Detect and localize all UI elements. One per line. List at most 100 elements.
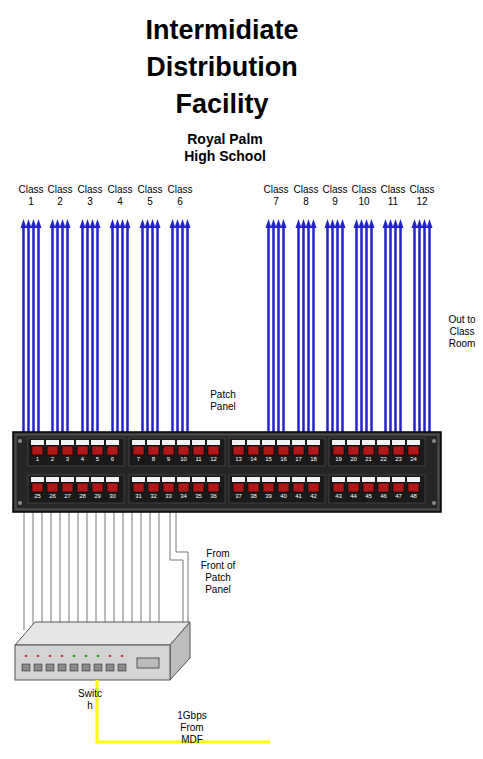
- cable-line: [91, 226, 94, 432]
- rj45-jack: [62, 446, 73, 455]
- cable-arrows: [21, 219, 433, 432]
- port-label-strip: [61, 440, 74, 445]
- rj45-jack: [47, 446, 58, 455]
- rj45-jack: [77, 483, 88, 492]
- arrow-head: [422, 219, 428, 228]
- arrow-head: [393, 219, 399, 228]
- port-label-strip: [377, 440, 390, 445]
- switch-led: [73, 655, 76, 658]
- cable-line: [126, 226, 129, 432]
- arrow-head: [95, 219, 101, 228]
- rj45-jack: [363, 446, 374, 455]
- patch-cord: [141, 512, 142, 630]
- port-label-strip: [362, 440, 375, 445]
- port-number: 27: [61, 493, 75, 500]
- rj45-jack: [293, 446, 304, 455]
- port-label-strip: [292, 477, 305, 482]
- switch-label: Switc h: [76, 688, 104, 712]
- patch-cord: [159, 512, 160, 630]
- arrow-head: [325, 219, 331, 228]
- port-number: 6: [106, 456, 120, 463]
- port-number: 4: [76, 456, 90, 463]
- port-block: [229, 475, 325, 503]
- rj45-jack: [363, 483, 374, 492]
- rj45-jack: [193, 483, 204, 492]
- mount-hole: [18, 501, 22, 505]
- arrow-head: [110, 219, 116, 228]
- arrow-head: [55, 219, 61, 228]
- port-label-strip: [192, 440, 205, 445]
- arrow-head: [296, 219, 302, 228]
- port-number: 46: [377, 493, 391, 500]
- port-number: 15: [262, 456, 276, 463]
- port-label-strip: [332, 440, 345, 445]
- cable-line: [336, 226, 339, 432]
- port-number: 2: [46, 456, 60, 463]
- port-label-strip: [147, 440, 160, 445]
- rj45-jack: [333, 446, 344, 455]
- rj45-jack: [148, 446, 159, 455]
- rj45-jack: [32, 483, 43, 492]
- cable-line: [32, 226, 35, 432]
- switch-console: [137, 658, 159, 668]
- cable-line: [86, 226, 89, 432]
- port-block: [28, 438, 124, 466]
- arrow-head: [180, 219, 186, 228]
- cable-line: [418, 226, 421, 432]
- rj45-jack: [263, 483, 274, 492]
- port-number: 38: [247, 493, 261, 500]
- switch-port: [22, 664, 30, 671]
- switch-led: [25, 655, 28, 658]
- port-number: 24: [407, 456, 421, 463]
- rj45-jack: [107, 483, 118, 492]
- mount-hole: [18, 439, 22, 443]
- arrow-head: [145, 219, 151, 228]
- rj45-jack: [92, 483, 103, 492]
- arrow-head: [175, 219, 181, 228]
- patch-cord: [132, 512, 133, 630]
- arrow-head: [412, 219, 418, 228]
- cable-line: [181, 226, 184, 432]
- rj45-jack: [308, 483, 319, 492]
- rj45-jack: [408, 483, 419, 492]
- port-label-strip: [106, 477, 119, 482]
- port-number: 9: [162, 456, 176, 463]
- class-label: Class 9: [321, 184, 349, 208]
- arrow-head: [120, 219, 126, 228]
- switch-led: [97, 655, 100, 658]
- port-label-strip: [277, 440, 290, 445]
- cable-line: [151, 226, 154, 432]
- arrow-head: [330, 219, 336, 228]
- port-number: 28: [76, 493, 90, 500]
- port-label-strip: [177, 440, 190, 445]
- port-number: 41: [292, 493, 306, 500]
- port-label-strip: [262, 477, 275, 482]
- rj45-jack: [208, 483, 219, 492]
- arrow-head: [155, 219, 161, 228]
- port-number: 1: [31, 456, 45, 463]
- cable-line: [302, 226, 305, 432]
- cable-line: [111, 226, 114, 432]
- switch-port: [106, 664, 114, 671]
- class-label: Class 7: [262, 184, 290, 208]
- arrow-head: [21, 219, 27, 228]
- cable-line: [297, 226, 300, 432]
- rj45-jack: [408, 446, 419, 455]
- port-number: 3: [61, 456, 75, 463]
- port-number: 7: [132, 456, 146, 463]
- class-label: Class 12: [408, 184, 436, 208]
- arrow-head: [398, 219, 404, 228]
- rj45-jack: [233, 483, 244, 492]
- destination-note: Out to Class Room: [442, 314, 482, 350]
- rj45-jack: [233, 446, 244, 455]
- patch-cord: [78, 512, 79, 630]
- port-number: 48: [407, 493, 421, 500]
- rj45-jack: [133, 446, 144, 455]
- port-label-strip: [177, 477, 190, 482]
- arrow-head: [369, 219, 375, 228]
- port-number: 13: [232, 456, 246, 463]
- cable-line: [428, 226, 431, 432]
- rj45-jack: [378, 446, 389, 455]
- port-number: 25: [31, 493, 45, 500]
- port-label-strip: [132, 477, 145, 482]
